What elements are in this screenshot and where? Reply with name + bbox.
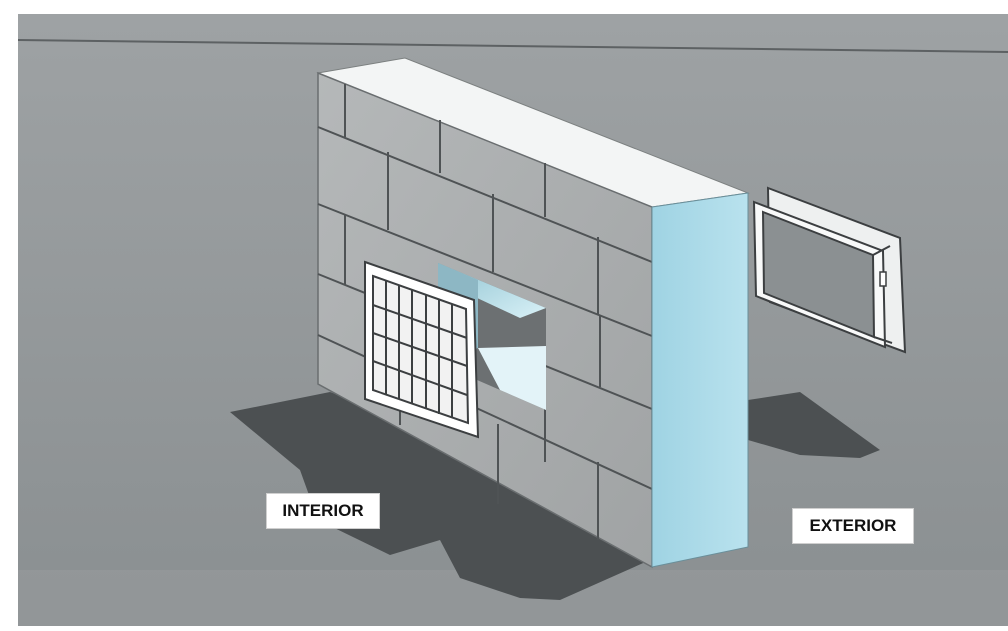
grille-vent-icon xyxy=(364,260,480,439)
interior-label: INTERIOR xyxy=(266,493,380,529)
wall-block-lines xyxy=(317,84,653,540)
exterior-label: EXTERIOR xyxy=(792,508,914,544)
exterior-vent-shadow xyxy=(748,392,880,458)
wall-end-face xyxy=(651,192,749,568)
wall-shadow xyxy=(230,392,650,600)
background-top-edge xyxy=(17,39,1008,53)
exterior-vent-frame-icon xyxy=(752,186,907,354)
